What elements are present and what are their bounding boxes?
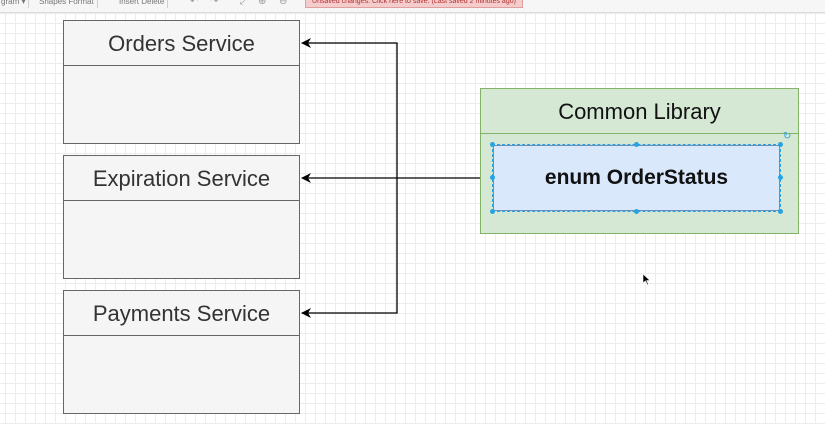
resize-handle-sw[interactable] — [490, 209, 495, 214]
payments-service-title: Payments Service — [64, 291, 299, 336]
diagram-menu[interactable]: gram ▾ — [0, 0, 30, 8]
orders-service-title: Orders Service — [64, 21, 299, 66]
payments-service-box[interactable]: Payments Service — [63, 290, 300, 414]
unsaved-changes-notice[interactable]: Unsaved changes. Click here to save. (La… — [305, 0, 523, 8]
resize-handle-ne[interactable] — [778, 142, 783, 147]
shapes-format-toggle[interactable]: Shapes Format — [36, 0, 98, 8]
resize-handle-se[interactable] — [778, 209, 783, 214]
common-library-title: Common Library — [481, 89, 798, 134]
zoom-out-icon[interactable]: ⊖ — [279, 0, 288, 7]
expiration-service-box[interactable]: Expiration Service — [63, 155, 300, 279]
resize-handle-s[interactable] — [634, 209, 639, 214]
orders-service-box[interactable]: Orders Service — [63, 20, 300, 144]
toolbar: gram ▾ Shapes Format Insert Delete ↶ ↷ ⤢… — [0, 0, 825, 13]
resize-handle-e[interactable] — [778, 175, 783, 180]
zoom-in-icon[interactable]: ⊕ — [258, 0, 267, 7]
resize-handle-nw[interactable] — [490, 142, 495, 147]
connector-to-orders[interactable] — [301, 38, 398, 178]
connector-to-payments[interactable] — [301, 178, 398, 318]
resize-handle-n[interactable] — [634, 142, 639, 147]
resize-handle-w[interactable] — [490, 175, 495, 180]
mouse-cursor-icon — [643, 274, 651, 286]
undo-icon[interactable]: ↶ — [190, 0, 199, 7]
enum-order-status-box[interactable]: enum OrderStatus — [493, 145, 780, 211]
insert-delete-buttons[interactable]: Insert Delete — [116, 0, 169, 8]
rotate-handle-icon[interactable]: ↻ — [783, 131, 792, 142]
fullscreen-icon[interactable]: ⤢ — [240, 0, 248, 7]
expiration-service-title: Expiration Service — [64, 156, 299, 201]
redo-icon[interactable]: ↷ — [210, 0, 219, 7]
